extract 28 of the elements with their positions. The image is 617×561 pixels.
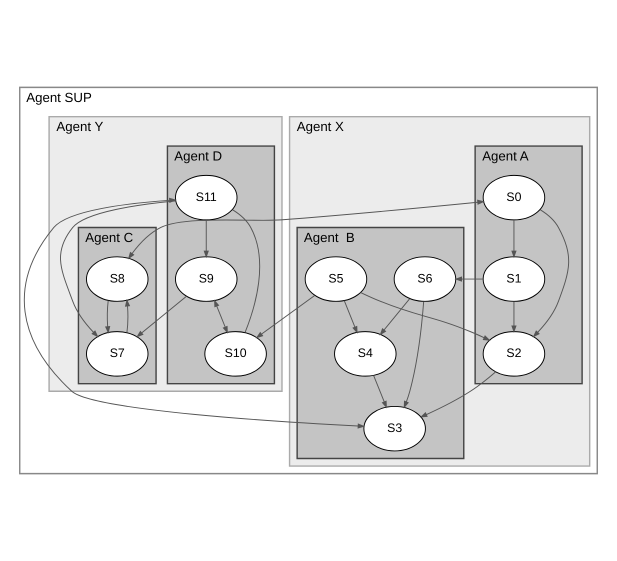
arrow [373,375,387,409]
arrow [214,299,228,334]
arrow [360,292,491,341]
arrow [60,200,176,338]
connector [232,209,260,333]
node-ellipse: S3 [363,406,426,452]
arrow [204,219,209,258]
node-ellipse: S6 [394,256,456,302]
arrow [511,219,517,258]
arrow [454,276,484,282]
arrow [420,371,496,418]
arrow [344,300,358,334]
arrow [256,295,316,338]
arrow [104,300,110,334]
arrow [124,298,130,334]
node-ellipse: S8 [86,256,148,302]
node-ellipse: S9 [175,256,238,302]
arrow [136,296,187,338]
node-ellipse: S0 [482,174,546,220]
node-ellipse: S4 [334,331,397,377]
arrow [128,200,485,260]
arrow [511,301,517,334]
node-ellipse: S5 [304,256,368,302]
node-ellipse: S1 [482,256,546,302]
node-ellipse: S11 [175,174,238,220]
arrow [532,209,570,338]
arrow [404,301,424,409]
arrow [380,298,410,336]
